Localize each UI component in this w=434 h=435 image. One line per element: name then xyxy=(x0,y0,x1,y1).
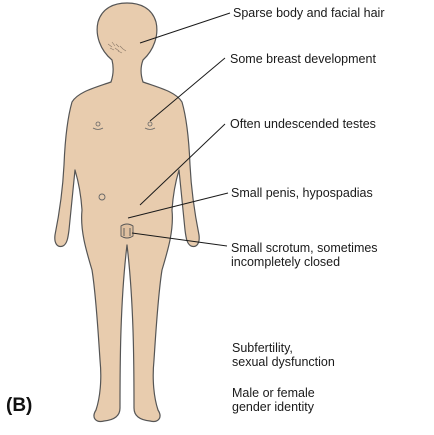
callout-scrotum-line2: incompletely closed xyxy=(231,255,378,269)
genitalia xyxy=(121,224,133,238)
note-subfertility-line2: sexual dysfunction xyxy=(232,355,335,369)
panel-label: (B) xyxy=(6,395,32,417)
callout-hair: Sparse body and facial hair xyxy=(233,6,384,20)
note-subfertility: Subfertility, sexual dysfunction xyxy=(232,341,335,369)
note-gender-identity: Male or female gender identity xyxy=(232,386,315,414)
note-gender-line2: gender identity xyxy=(232,400,315,414)
note-gender-line1: Male or female xyxy=(232,386,315,400)
body-silhouette xyxy=(55,3,199,421)
callout-scrotum: Small scrotum, sometimes incompletely cl… xyxy=(231,241,378,269)
callout-testes: Often undescended testes xyxy=(230,117,376,131)
callout-scrotum-line1: Small scrotum, sometimes xyxy=(231,241,378,255)
callout-breast: Some breast development xyxy=(230,52,376,66)
callout-penis: Small penis, hypospadias xyxy=(231,186,373,200)
note-subfertility-line1: Subfertility, xyxy=(232,341,335,355)
